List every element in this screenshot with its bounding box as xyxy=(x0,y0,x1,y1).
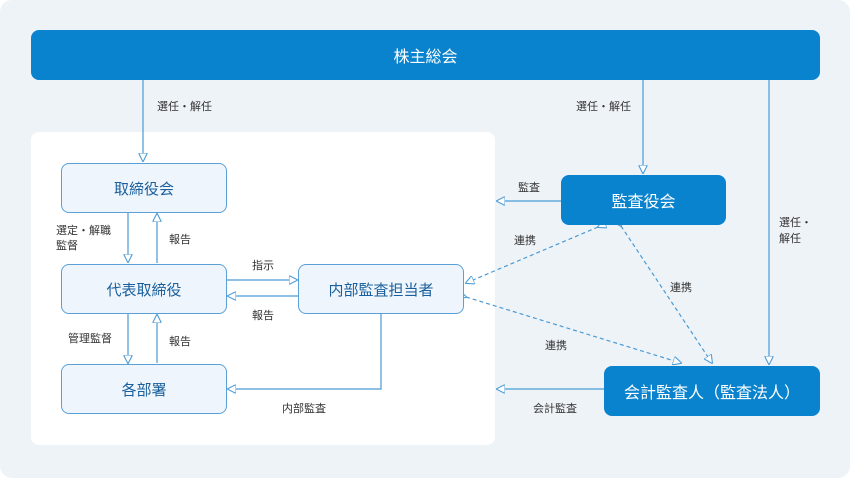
president-box: 代表取締役 xyxy=(61,264,227,314)
label-elect-dismiss-board: 選任・解任 xyxy=(157,100,212,113)
board-box: 取締役会 xyxy=(61,163,227,213)
president-label: 代表取締役 xyxy=(106,280,182,299)
label-elect-dismiss-auditors: 選任・解任 xyxy=(576,100,631,113)
label-manage-supervise: 管理監督 xyxy=(68,332,112,345)
shareholders-meeting-box: 株主総会 xyxy=(31,30,820,80)
shareholders-meeting-label: 株主総会 xyxy=(393,47,458,66)
internal-audit-box: 内部監査担当者 xyxy=(298,264,464,314)
departments-box: 各部署 xyxy=(61,364,227,414)
label-report-president: 報告 xyxy=(252,309,274,322)
internal-audit-label: 内部監査担当者 xyxy=(328,280,434,299)
label-select-dismiss-2: 監督 xyxy=(56,239,78,252)
board-label: 取締役会 xyxy=(113,179,174,198)
label-audit: 監査 xyxy=(518,181,540,194)
accounting-auditor-box: 会計監査人（監査法人） xyxy=(604,366,820,416)
label-elect-dismiss-accounting-2: 解任 xyxy=(779,232,801,245)
label-coordinate-auditors-accounting: 連携 xyxy=(670,281,692,294)
dashed-internal-accounting xyxy=(466,297,681,363)
dashed-auditors-accounting xyxy=(621,226,712,363)
label-report-departments: 報告 xyxy=(169,335,191,348)
label-instruct: 指示 xyxy=(252,259,274,272)
dashed-auditors-internal xyxy=(466,227,598,283)
label-elect-dismiss-accounting-1: 選任・ xyxy=(779,216,812,229)
label-accounting-audit: 会計監査 xyxy=(533,402,577,415)
label-coordinate-internal-accounting: 連携 xyxy=(545,339,567,352)
label-select-dismiss-1: 選定・解職 xyxy=(56,224,111,237)
label-coordinate-auditors-internal: 連携 xyxy=(514,234,536,247)
departments-label: 各部署 xyxy=(121,380,167,399)
auditors-label: 監査役会 xyxy=(611,192,676,211)
arrow-internal-audit-to-departments xyxy=(228,314,382,389)
label-report-board: 報告 xyxy=(169,233,191,246)
accounting-auditor-label: 会計監査人（監査法人） xyxy=(623,383,800,402)
auditors-box: 監査役会 xyxy=(561,175,726,225)
label-internal-audit: 内部監査 xyxy=(282,402,326,415)
